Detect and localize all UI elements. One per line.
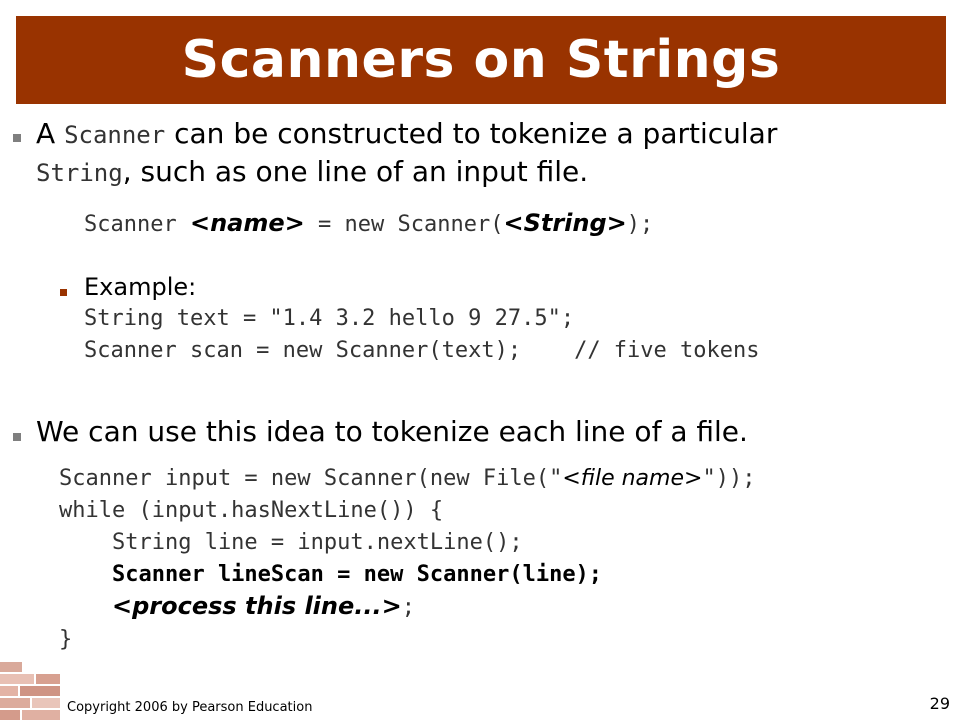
code-line1-pre: Scanner input = new Scanner(new File("	[59, 466, 563, 491]
code-line4: Scanner lineScan = new Scanner(line);	[59, 562, 602, 587]
bullet2-text: We can use this idea to tokenize each li…	[36, 415, 748, 448]
code-line5-post: ;	[401, 595, 415, 620]
syntax-post: );	[626, 212, 654, 237]
code-line2: while (input.hasNextLine()) {	[59, 498, 444, 523]
code-process-placeholder: <process this line...>	[111, 592, 402, 620]
syntax-line: Scanner <name> = new Scanner(<String>);	[84, 209, 653, 237]
syntax-mid: = new Scanner(	[304, 212, 504, 237]
example-line2: Scanner scan = new Scanner(text); // fiv…	[84, 338, 760, 363]
code-line6: }	[59, 627, 73, 652]
example-line1: String text = "1.4 3.2 hello 9 27.5";	[84, 306, 575, 331]
code-line5-indent	[59, 595, 112, 620]
bullet1-line1: A Scanner can be constructed to tokenize…	[36, 117, 777, 150]
bullet1-text-c: , such as one line of an input file.	[122, 155, 589, 188]
title-bar: Scanners on Strings	[16, 16, 946, 104]
syntax-name-placeholder: <name>	[189, 209, 305, 237]
code-line1-post: "));	[702, 466, 756, 491]
page-number: 29	[929, 694, 950, 713]
copyright-footer: Copyright 2006 by Pearson Education	[67, 700, 313, 715]
code-line1: Scanner input = new Scanner(new File("<f…	[59, 466, 755, 491]
code-line4-bold: Scanner lineScan = new Scanner(line);	[59, 562, 603, 587]
bullet-marker	[13, 134, 21, 142]
brick-decoration	[0, 662, 60, 720]
bullet1-code-string: String	[36, 159, 123, 187]
bullet1-text-b: can be constructed to tokenize a particu…	[165, 117, 778, 150]
sub-bullet-marker	[60, 289, 67, 296]
bullet1-text-a: A	[36, 117, 65, 150]
slide-title: Scanners on Strings	[181, 30, 781, 90]
code-line5: <process this line...>;	[59, 592, 415, 620]
syntax-string-placeholder: <String>	[503, 209, 627, 237]
code-line3: String line = input.nextLine();	[59, 530, 523, 555]
bullet1-code-scanner: Scanner	[64, 121, 166, 149]
example-label: Example:	[84, 273, 197, 301]
bullet-marker	[13, 433, 21, 441]
syntax-pre: Scanner	[84, 212, 190, 237]
code-file-placeholder: <file name>	[562, 466, 703, 491]
bullet1-line2: String, such as one line of an input fil…	[36, 155, 588, 188]
